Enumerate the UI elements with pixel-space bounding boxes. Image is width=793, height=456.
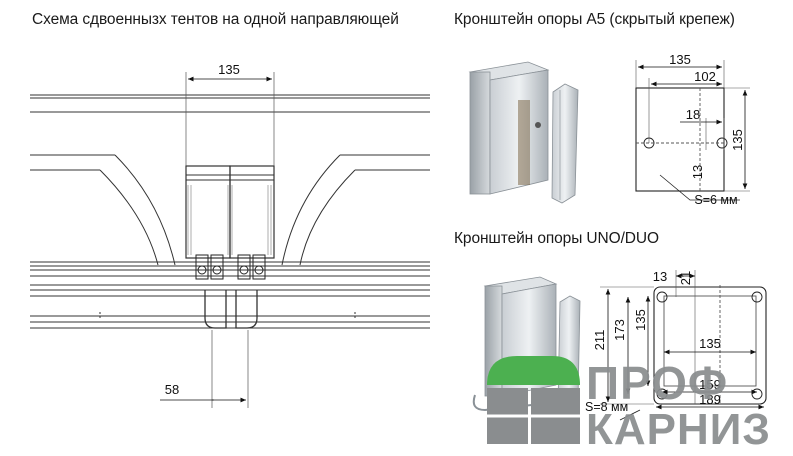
uno-173-dimension: 173 (612, 319, 627, 341)
uno-189-width-dimension: 189 (699, 392, 721, 407)
a5-bracket-title: Кронштейн опоры А5 (скрытый крепеж) (454, 11, 735, 28)
left-offset-dimension: 58 (165, 382, 179, 397)
left-diagram-title: Схема сдвоеннызх тентов на одной направл… (32, 11, 399, 28)
uno-135-width-dimension: 135 (699, 336, 721, 351)
a5-bracket-render (468, 61, 579, 204)
logo-window-icon (487, 356, 580, 444)
uno-duo-bracket-title: Кронштейн опоры UNO/DUO (454, 230, 659, 247)
a5-width-dimension: 135 (669, 52, 691, 67)
a5-inner-width-dimension: 102 (694, 69, 716, 84)
a5-thickness-label: S=6 мм (694, 193, 737, 207)
uno-135-height-dimension: 135 (633, 309, 648, 331)
uno-total-height-dimension: 211 (592, 330, 607, 351)
uno-bracket-drawing (600, 270, 767, 421)
uno-21-dimension: 21 (678, 271, 693, 285)
a5-bracket-drawing (635, 60, 750, 201)
double-awning-schematic (30, 72, 430, 408)
a5-hole-vertical-dimension: 13 (690, 165, 705, 179)
logo-text-line2: КАРНИЗ (586, 405, 771, 454)
left-width-dimension: 135 (218, 62, 240, 77)
uno-thickness-label: S=8 мм (585, 400, 628, 414)
prof-karniz-logo: ПРОФ КАРНИЗ (487, 356, 771, 454)
a5-height-dimension: 135 (730, 129, 745, 151)
uno-159-width-dimension: 159 (699, 377, 721, 392)
logo-text-line1: ПРОФ (586, 357, 728, 409)
uno-13-dimension: 13 (653, 269, 667, 284)
a5-hole-offset-dimension: 18 (686, 107, 700, 122)
